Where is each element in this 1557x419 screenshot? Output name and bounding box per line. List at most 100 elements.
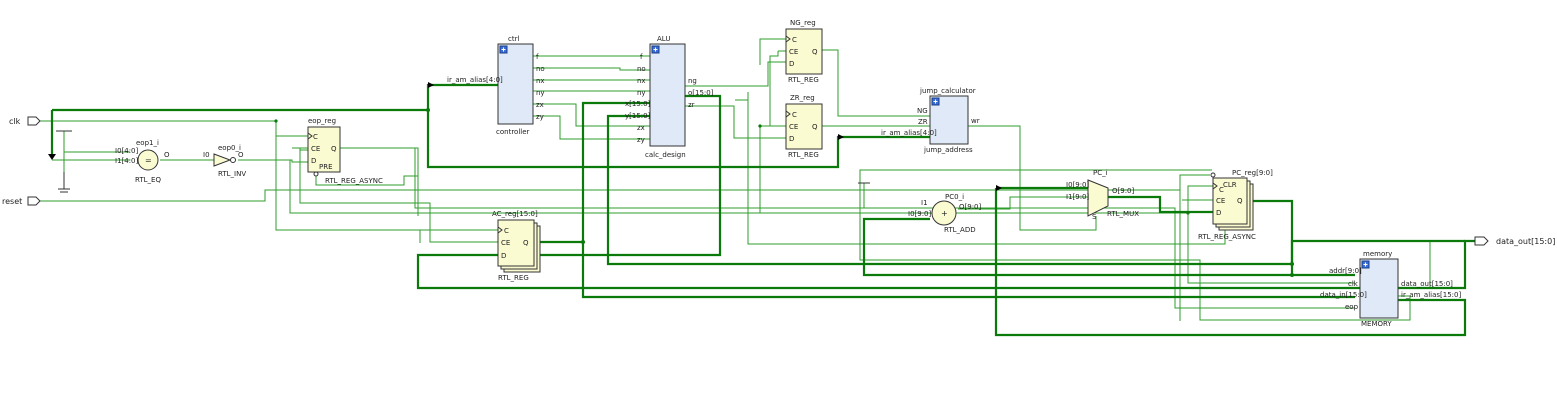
port-data-out[interactable]: data_out[15:0] [1474,236,1555,246]
ctrl-out-pin-zy: zy [536,113,544,121]
eop-reg-pin-d: D [311,157,316,165]
port-data-out-label: data_out[15:0] [1496,237,1555,246]
ctrl-out-pin-zx: zx [536,101,544,109]
cell-ctrl[interactable]: ctrl ir_am_alias[4:0] f no nx ny zx zy c… [447,35,545,136]
jump-in-pin-zr: ZR [918,118,928,126]
eop1-type-label: RTL_EQ [135,176,161,184]
alu-in-pin-no: no [637,65,646,73]
pc-mux-pin-o: O[9:0] [1112,187,1135,195]
ctrl-type-label: controller [496,128,530,136]
ng-reg-type-label: RTL_REG [788,76,819,84]
alu-out-pin-ng: ng [688,77,697,85]
pc-reg-inst-label: PC_reg[9:0] [1232,169,1273,177]
eop1-pin-o: O [164,151,170,159]
ac-reg-pin-c: C [504,227,509,235]
jump-out-pin-wr: wr [971,117,980,125]
port-clk[interactable]: clk [9,116,41,126]
memory-out-pin-data-out: data_out[15:0] [1401,280,1453,288]
ctrl-in-pin: ir_am_alias[4:0] [447,76,503,84]
eop1-pin-i1: I1[4:0] [115,157,139,165]
ng-reg-pin-q: Q [812,48,818,56]
cell-alu[interactable]: ALU f no nx ny x[15:0] y[15:0] zx zy ng … [625,35,714,159]
alu-out-pin-o: o[15:0] [688,89,714,97]
alu-in-pin-y: y[15:0] [625,112,651,120]
memory-inst-label: memory [1363,250,1392,258]
memory-in-pin-addr: addr[9:0] [1329,267,1362,275]
pc0-symbol: + [941,209,948,218]
net-markers [48,82,1002,191]
cell-zr-reg[interactable]: ZR_reg C CE D Q RTL_REG [785,94,823,159]
jump-in-pin-ir: ir_am_alias[4:0] [881,129,937,137]
pc-mux-inst-label: PC_i [1093,169,1108,177]
cell-memory[interactable]: memory addr[9:0] clk data_in[15:0] eop d… [1320,250,1461,328]
cell-eop-reg[interactable]: eop_reg C CE D Q PRE RTL_REG_ASYNC [307,117,383,185]
eop-reg-pin-pre: PRE [319,163,333,171]
eop0-pin-i0: I0 [203,151,210,159]
eop1-pin-i0: I0[4:0] [115,147,139,155]
cell-jump-calculator[interactable]: jump_calculator NG ZR ir_am_alias[4:0] w… [881,87,980,154]
ac-reg-inst-label: AC_reg[15:0] [492,210,538,218]
memory-in-pin-data-in: data_in[15:0] [1320,291,1367,299]
zr-reg-type-label: RTL_REG [788,151,819,159]
ng-reg-pin-d: D [789,60,794,68]
pc-mux-type-label: RTL_MUX [1107,210,1139,218]
zr-reg-pin-d: D [789,135,794,143]
alu-in-pin-f: f [640,53,643,61]
ng-reg-inst-label: NG_reg [790,19,816,27]
jump-type-label: jump_address [923,146,973,154]
eop0-type-label: RTL_INV [218,170,246,178]
cell-pc-reg[interactable]: PC_reg[9:0] CLR C CE D Q RTL_REG_ASYNC [1198,169,1273,241]
alu-type-label: calc_design [645,151,686,159]
memory-in-pin-clk: clk [1348,280,1359,288]
pc-mux-pin-s: S [1092,213,1097,221]
pc0-pin-i0: I0[9:0] [908,210,932,218]
eop-reg-inst-label: eop_reg [308,117,336,125]
jump-in-pin-ng: NG [917,107,928,115]
cell-eop1-eq[interactable]: eop1_i = I0[4:0] I1[4:0] O RTL_EQ [115,139,170,184]
cell-pc-mux[interactable]: PC_i I0[9:0] I1[9:0] O[9:0] S RTL_MUX [1066,169,1139,221]
ctrl-inst-label: ctrl [508,35,519,43]
ctrl-out-pin-no: no [536,65,545,73]
eop0-pin-o: O [238,151,244,159]
alu-in-pin-x: x[15:0] [625,100,651,108]
pc0-inst-label: PC0_i [945,193,964,201]
pc-reg-pin-clr: CLR [1223,181,1237,189]
cell-ac-reg[interactable]: AC_reg[15:0] C CE D Q RTL_REG [492,210,541,282]
alu-out-pin-zr: zr [688,101,695,109]
alu-in-pin-zx: zx [637,124,645,132]
pc-reg-pin-c: C [1219,186,1224,194]
zr-reg-pin-q: Q [812,123,818,131]
cell-pc0-add[interactable]: PC0_i + I1 I0[9:0] O[9:0] RTL_ADD [908,193,982,234]
zr-reg-inst-label: ZR_reg [790,94,815,102]
cell-ng-reg[interactable]: NG_reg C CE D Q RTL_REG [785,19,823,84]
net-wires [40,38,1475,321]
ac-reg-type-label: RTL_REG [498,274,529,282]
ac-reg-pin-ce: CE [501,239,510,247]
eop-reg-pin-q: Q [331,145,337,153]
pc0-type-label: RTL_ADD [944,226,976,234]
ctrl-out-pin-nx: nx [536,77,545,85]
cell-eop0-inv[interactable]: eop0_i I0 O RTL_INV [203,144,246,178]
ng-reg-pin-ce: CE [789,48,798,56]
ground-icon [56,130,870,193]
eop1-inst-label: eop1_i [136,139,159,147]
junction-dots [274,108,1294,277]
pc-mux-pin-i1: I1[9:0] [1066,193,1090,201]
pc-reg-pin-d: D [1216,209,1221,217]
pc-mux-pin-i0: I0[9:0] [1066,181,1090,189]
ctrl-out-pin-f: f [536,53,539,61]
port-clk-label: clk [9,117,21,126]
zr-reg-pin-ce: CE [789,123,798,131]
pc-reg-pin-ce: CE [1216,197,1225,205]
ctrl-out-pin-ny: ny [536,89,545,97]
pc0-pin-i1: I1 [921,199,928,207]
eop-reg-pin-ce: CE [311,145,320,153]
memory-in-pin-eop: eop [1345,303,1359,311]
eop-reg-type-label: RTL_REG_ASYNC [325,177,383,185]
ac-reg-pin-q: Q [523,239,529,247]
zr-reg-pin-c: C [792,111,797,119]
eop-reg-pin-c: C [313,133,318,141]
ng-reg-pin-c: C [792,36,797,44]
port-reset[interactable]: reset [2,196,41,206]
